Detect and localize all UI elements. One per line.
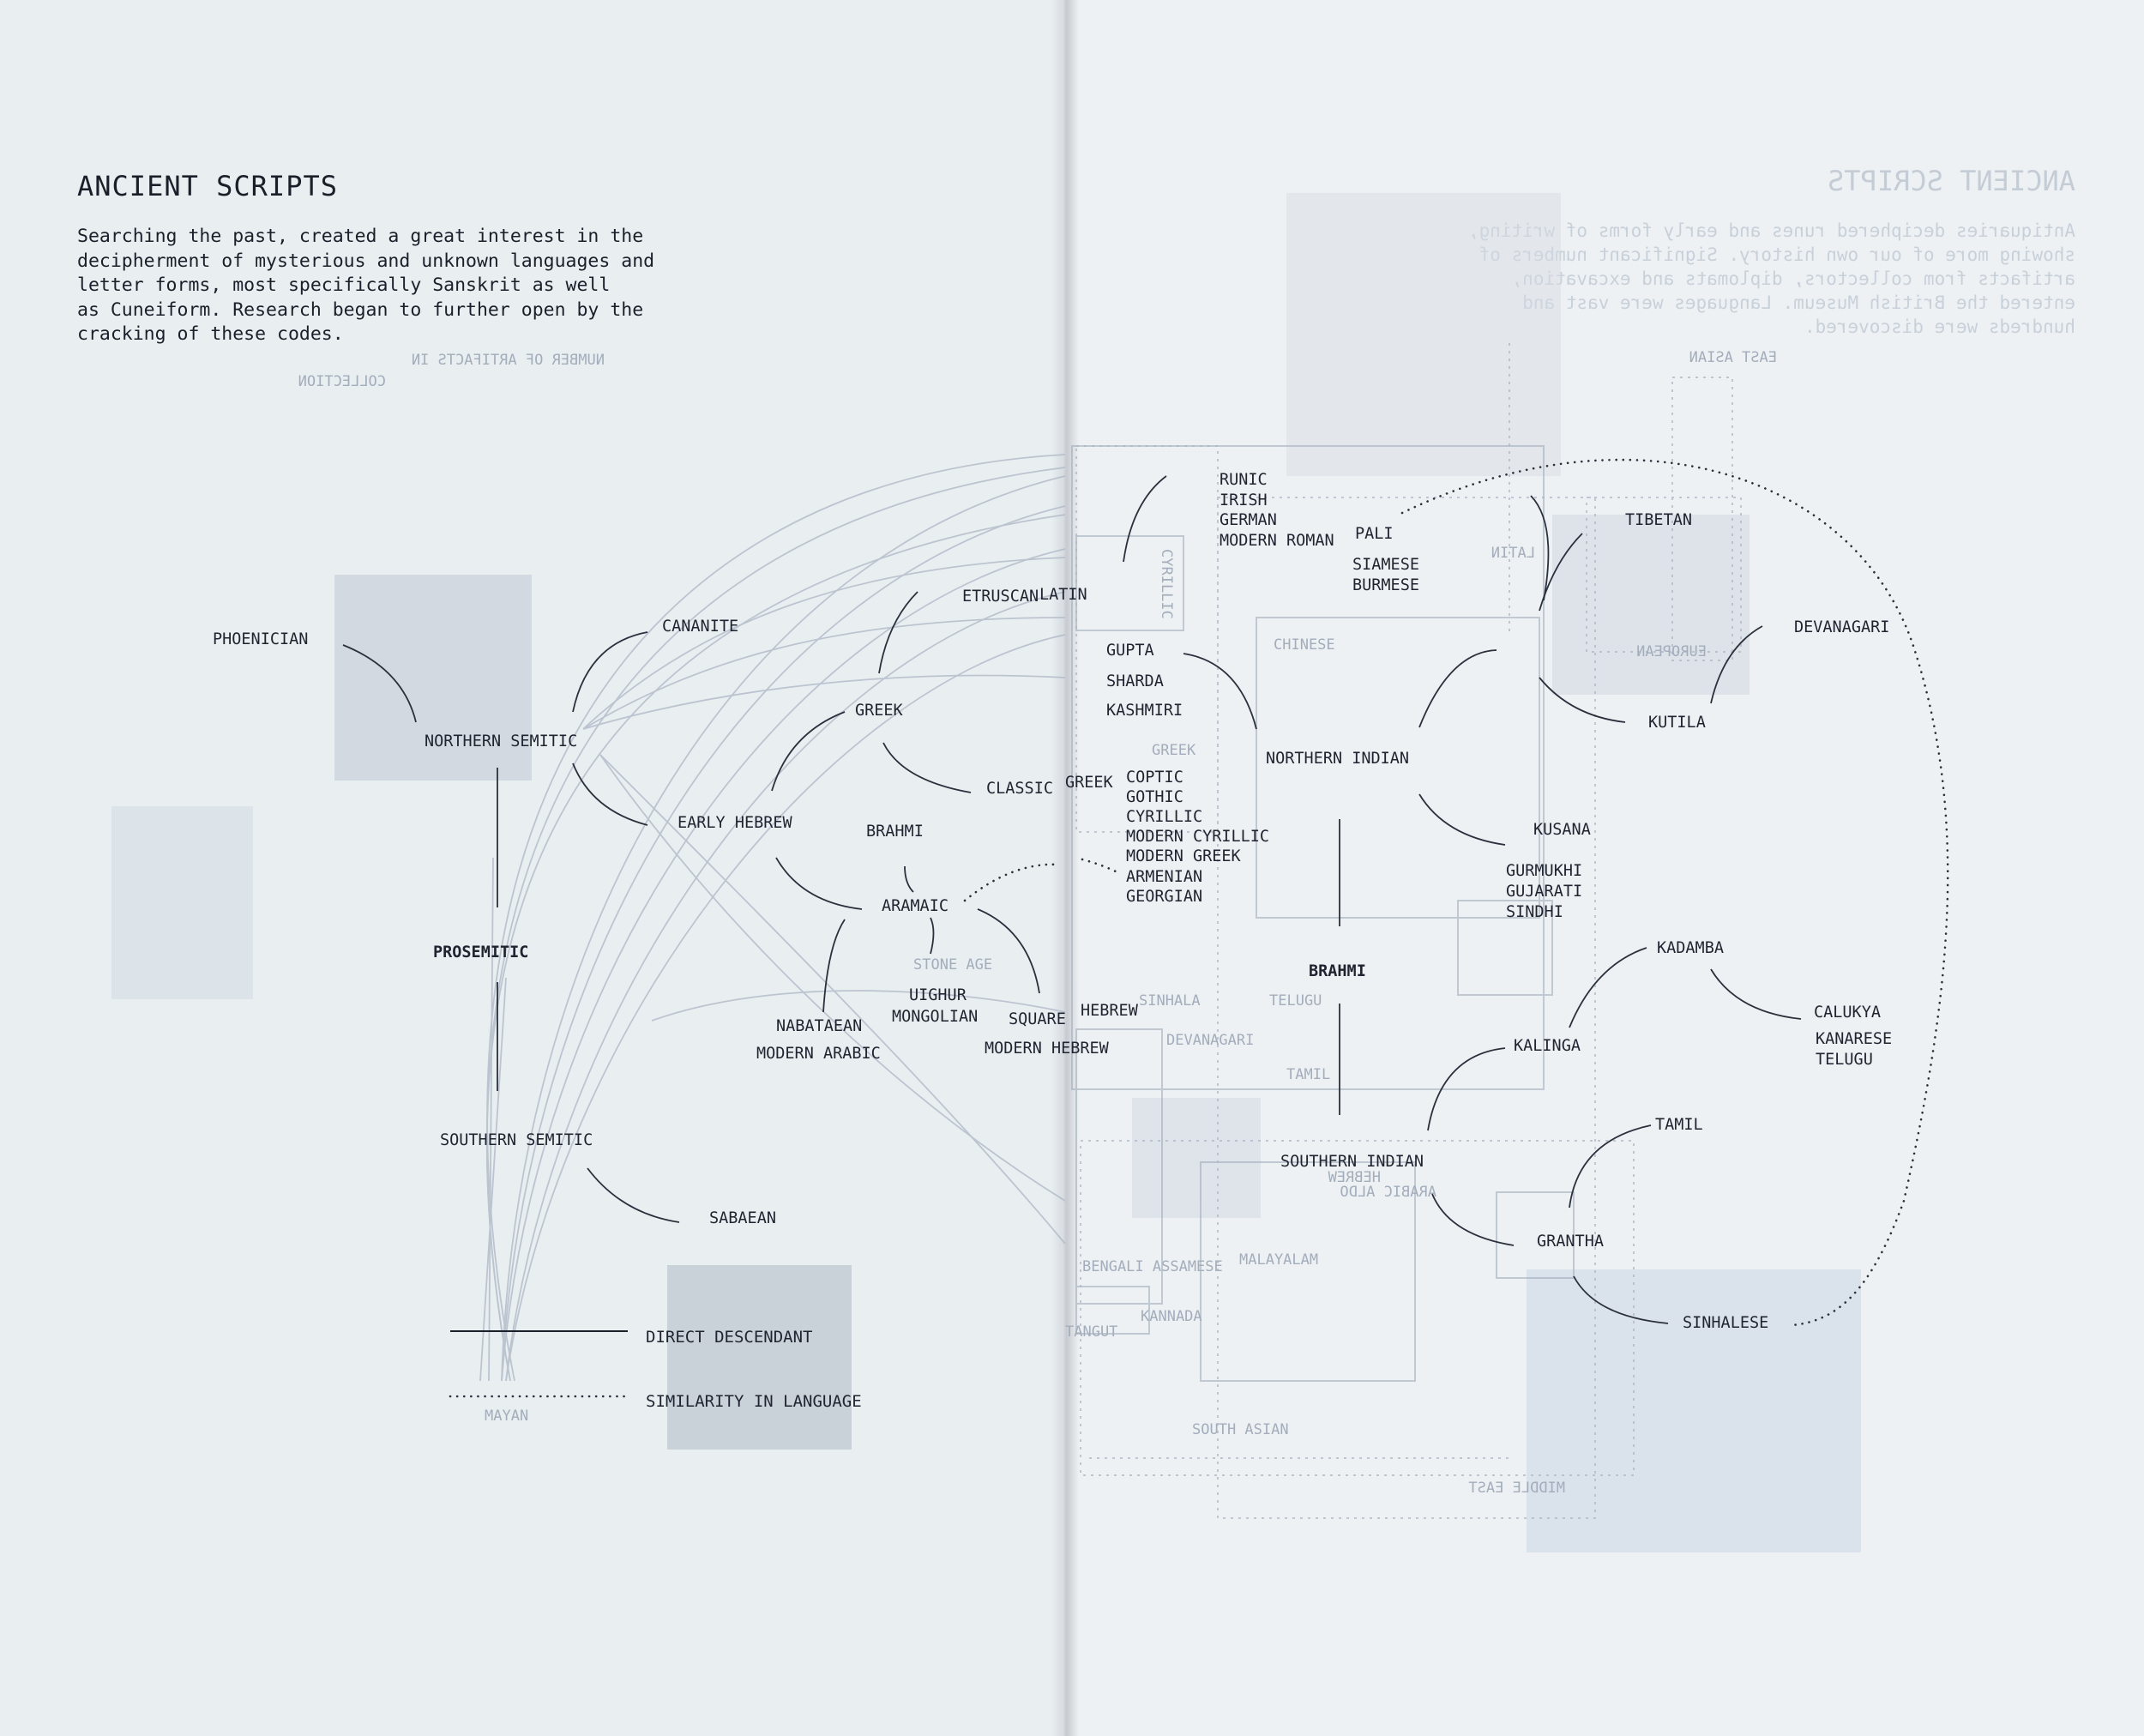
- bleed-through-labels: NUMBER OF ARTIFACTS IN COLLECTION EAST A…: [298, 349, 1777, 1497]
- node-mongolian: MONGOLIAN: [892, 1008, 978, 1026]
- node-sharda: SHARDA: [1106, 672, 1164, 690]
- node-modern-roman: MODERN ROMAN: [1220, 532, 1334, 550]
- node-siamese: SIAMESE: [1352, 556, 1419, 574]
- node-gujarati: GUJARATI: [1506, 883, 1582, 901]
- svg-text:TANGUT: TANGUT: [1065, 1323, 1117, 1341]
- node-greek: GREEK: [855, 702, 904, 720]
- legend: DIRECT DESCENDANT SIMILARITY IN LANGUAGE: [646, 1328, 862, 1411]
- svg-text:NUMBER OF ARTIFACTS IN: NUMBER OF ARTIFACTS IN: [412, 352, 605, 369]
- node-coptic: COPTIC: [1126, 769, 1183, 787]
- node-aramaic: ARAMAIC: [882, 897, 949, 915]
- node-pali: PALI: [1355, 525, 1394, 543]
- node-modern-cyrillic: MODERN CYRILLIC: [1126, 828, 1269, 846]
- node-grantha: GRANTHA: [1537, 1233, 1604, 1251]
- node-modern-hebrew: MODERN HEBREW: [985, 1040, 1110, 1058]
- node-sinhalese: SINHALESE: [1683, 1314, 1768, 1332]
- node-phoenician: PHOENICIAN: [213, 630, 308, 648]
- background-arcs: [479, 454, 1066, 1382]
- similarity-lines: [449, 458, 1949, 1398]
- node-tamil: TAMIL: [1655, 1116, 1703, 1134]
- node-kashmiri: KASHMIRI: [1106, 702, 1183, 720]
- bleed-through-dotted-outlines: [1075, 343, 1742, 1519]
- svg-text:SINHALA: SINHALA: [1139, 992, 1201, 1010]
- node-uighur: UIGHUR: [909, 986, 967, 1004]
- node-calukya: CALUKYA: [1814, 1004, 1881, 1022]
- node-greek-right: GREEK: [1065, 774, 1114, 792]
- node-burmese: BURMESE: [1352, 576, 1419, 594]
- svg-text:COLLECTION: COLLECTION: [298, 373, 386, 390]
- node-gupta: GUPTA: [1106, 642, 1154, 660]
- legend-similarity: SIMILARITY IN LANGUAGE: [646, 1392, 862, 1411]
- intro-paragraph: Searching the past, created a great inte…: [77, 226, 655, 345]
- node-georgian: GEORGIAN: [1126, 888, 1202, 906]
- node-kutila: KUTILA: [1648, 714, 1706, 732]
- node-cyrillic: CYRILLIC: [1126, 808, 1202, 826]
- node-brahmi-right: BRAHMI: [1309, 962, 1366, 980]
- svg-text:EAST ASIAN: EAST ASIAN: [1689, 349, 1777, 366]
- right-page-labels: RUNIC IRISH GERMAN MODERN ROMAN GREEK CO…: [1065, 471, 1892, 1332]
- node-etruscan: ETRUSCAN: [962, 588, 1039, 606]
- svg-text:MAYAN: MAYAN: [485, 1407, 528, 1425]
- left-page-labels: PHOENICIAN CANANITE NORTHERN SEMITIC PRO…: [213, 586, 1139, 1227]
- bleed-through-shapes: [111, 193, 1861, 1552]
- node-early-hebrew: EARLY HEBREW: [678, 814, 793, 832]
- bleed-through-outlines: [1071, 445, 1575, 1382]
- node-latin: LATIN: [1039, 586, 1087, 604]
- node-northern-semitic: NORTHERN SEMITIC: [425, 732, 577, 750]
- svg-text:HEBREW: HEBREW: [1328, 1169, 1381, 1186]
- svg-text:TAMIL: TAMIL: [1286, 1066, 1330, 1083]
- node-brahmi-left: BRAHMI: [866, 823, 924, 841]
- svg-text:DEVANAGARI: DEVANAGARI: [1166, 1032, 1254, 1049]
- node-classic: CLASSIC: [986, 780, 1053, 798]
- node-gothic: GOTHIC: [1126, 788, 1183, 806]
- node-armenian: ARMENIAN: [1126, 868, 1202, 886]
- legend-direct-descendant: DIRECT DESCENDANT: [646, 1328, 812, 1347]
- svg-text:MALAYALAM: MALAYALAM: [1239, 1251, 1318, 1269]
- node-nabataean: NABATAEAN: [776, 1017, 862, 1035]
- svg-text:EUROPEAN: EUROPEAN: [1636, 643, 1707, 660]
- svg-text:SOUTH ASIAN: SOUTH ASIAN: [1192, 1421, 1289, 1438]
- node-kalinga: KALINGA: [1514, 1037, 1581, 1055]
- node-gurmukhi: GURMUKHI: [1506, 862, 1582, 880]
- node-devanagari: DEVANAGARI: [1794, 618, 1889, 636]
- svg-text:ARABIC ALDO: ARABIC ALDO: [1340, 1184, 1436, 1201]
- svg-text:STONE AGE: STONE AGE: [913, 956, 992, 973]
- svg-text:GREEK: GREEK: [1152, 742, 1196, 759]
- node-kusana: KUSANA: [1533, 821, 1591, 839]
- node-kadamba: KADAMBA: [1657, 939, 1724, 957]
- book-gutter: [1051, 0, 1079, 1736]
- svg-text:TELUGU: TELUGU: [1269, 992, 1322, 1010]
- svg-text:BENGALI ASSAMESE: BENGALI ASSAMESE: [1082, 1258, 1223, 1275]
- left-page: [0, 0, 1065, 1736]
- node-irish: IRISH: [1220, 491, 1268, 509]
- node-modern-greek: MODERN GREEK: [1126, 847, 1242, 865]
- node-modern-arabic: MODERN ARABIC: [756, 1045, 881, 1063]
- node-sindhi: SINDHI: [1506, 903, 1563, 921]
- svg-text:LATIN: LATIN: [1491, 545, 1535, 562]
- node-kanarese: KANARESE: [1816, 1030, 1892, 1048]
- connectors: [342, 475, 1802, 1332]
- node-northern-indian: NORTHERN INDIAN: [1266, 750, 1409, 768]
- node-tibetan: TIBETAN: [1625, 511, 1692, 529]
- svg-text:CYRILLIC: CYRILLIC: [1158, 549, 1175, 619]
- node-hebrew: HEBREW: [1081, 1002, 1139, 1020]
- node-southern-indian: SOUTHERN INDIAN: [1280, 1153, 1424, 1171]
- svg-text:CHINESE: CHINESE: [1274, 636, 1335, 654]
- svg-text:MIDDLE EAST: MIDDLE EAST: [1468, 1480, 1565, 1497]
- node-prosemitic: PROSEMITIC: [433, 943, 528, 961]
- node-runic: RUNIC: [1220, 471, 1268, 489]
- node-telugu: TELUGU: [1816, 1051, 1873, 1069]
- node-southern-semitic: SOUTHERN SEMITIC: [440, 1131, 593, 1149]
- svg-text:KANNADA: KANNADA: [1141, 1308, 1202, 1325]
- page-title: ANCIENT SCRIPTS: [77, 170, 338, 202]
- node-square: SQUARE: [1009, 1010, 1066, 1028]
- node-cananite: CANANITE: [662, 618, 738, 636]
- node-sabaean: SABAEAN: [709, 1209, 776, 1227]
- node-german: GERMAN: [1220, 511, 1277, 529]
